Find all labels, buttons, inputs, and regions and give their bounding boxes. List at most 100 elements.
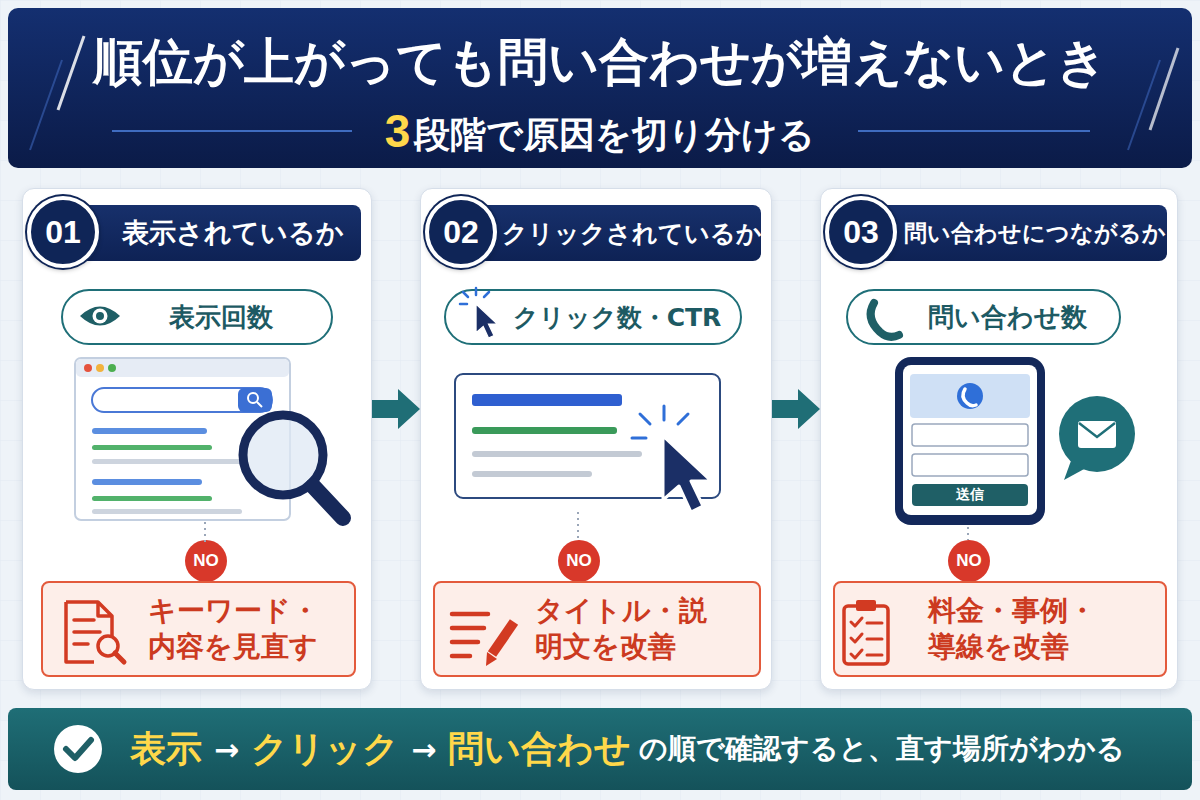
action-box: タイトル・説明文を改善 [433, 581, 761, 677]
flow-arrow [372, 389, 420, 429]
magnifier-handle [313, 486, 343, 518]
call-icon [963, 389, 976, 406]
search-icon [248, 393, 258, 403]
mouse-cursor [663, 436, 711, 512]
header-slash [58, 36, 84, 110]
document-icon [66, 602, 112, 662]
result-title-bar [472, 394, 622, 406]
magnifier [243, 415, 323, 495]
click-ray [678, 414, 688, 424]
dotted-leader [204, 522, 206, 544]
check-circle [54, 725, 102, 773]
click-ray [632, 437, 646, 440]
check-mark [66, 740, 91, 758]
mail-bubble [1059, 396, 1135, 472]
metric-label: 表示回数 [169, 300, 273, 335]
result-line [92, 479, 202, 485]
phone-icon [871, 303, 899, 337]
cursor-icon [476, 304, 498, 338]
window-dot [108, 364, 116, 372]
click-ray [484, 292, 489, 297]
step-number-badge: 01 [27, 196, 99, 268]
action-box: キーワード・内容を見直す [41, 581, 356, 677]
step-card: 表示されているか01表示回数NOキーワード・内容を見直す [22, 188, 372, 690]
subtitle-number: 3 [385, 104, 411, 158]
eye-icon [80, 307, 120, 326]
summary-text: の順で確認すると、直す場所がわかる [639, 730, 1125, 768]
pencil-icon [486, 652, 497, 666]
metric-label: 問い合わせ数 [928, 300, 1087, 335]
checklist-icon [867, 623, 882, 655]
edit-icon [452, 614, 488, 656]
step-number: 03 [843, 214, 879, 251]
subtitle-rule [858, 130, 1090, 132]
result-line [92, 496, 212, 501]
summary-keyword: 問い合わせ [448, 725, 631, 774]
header-band [8, 8, 1192, 168]
metric-label: クリック数・CTR [513, 301, 722, 334]
eye-icon [93, 309, 108, 324]
no-badge: NO [185, 540, 227, 582]
step-number: 01 [45, 214, 81, 251]
click-ray [640, 414, 650, 424]
no-badge: NO [558, 540, 600, 582]
step-number-badge: 03 [825, 196, 897, 268]
step-card: クリックされているか02クリック数・CTRNOタイトル・説明文を改善 [420, 188, 772, 690]
result-text-bar [472, 471, 592, 477]
dotted-leader [577, 512, 579, 540]
no-label: NO [566, 551, 592, 571]
result-line [92, 428, 207, 434]
action-text: 料金・事例・導線を改善 [928, 593, 1100, 666]
header-slash [30, 60, 62, 150]
click-ray [475, 288, 478, 295]
eye-icon [96, 312, 104, 320]
result-text-bar [472, 451, 642, 457]
form-field [912, 424, 1028, 446]
summary-keyword: 表示 [130, 725, 202, 774]
bubble-tail [1064, 458, 1086, 480]
search-bar [92, 388, 272, 412]
metric-pill: 表示回数 [61, 289, 333, 345]
search-result [455, 374, 720, 498]
metric-pill: クリック数・CTR [444, 289, 742, 345]
result-url-bar [472, 427, 617, 434]
send-button [912, 484, 1028, 506]
step-number-badge: 02 [425, 196, 497, 268]
clipboard-icon [856, 600, 876, 611]
metric-pill: 問い合わせ数 [846, 289, 1121, 345]
document-icon [115, 653, 124, 662]
envelope [1078, 421, 1116, 448]
no-label: NO [956, 551, 982, 571]
subtitle-text: 段階で原因を切り分ける [414, 111, 815, 160]
action-text: タイトル・説明文を改善 [535, 593, 707, 666]
summary-arrow: → [411, 732, 436, 767]
phone-screen [903, 365, 1037, 515]
step-number: 02 [443, 214, 479, 251]
phone-frame [895, 357, 1045, 525]
subtitle-row: 3段階で原因を切り分ける [0, 104, 1200, 158]
step-card: 問い合わせにつながるか03 問い合わせ数 NO 料金・事例・導線を改善 [820, 188, 1178, 690]
step-heading: 問い合わせにつながるか [859, 205, 1167, 261]
result-line [92, 459, 242, 464]
action-box: 料金・事例・導線を改善 [833, 581, 1167, 677]
clipboard-icon [844, 606, 888, 664]
result-line [92, 445, 212, 450]
dotted-leader [967, 527, 969, 540]
form-header [910, 374, 1030, 418]
call-icon [957, 383, 983, 409]
result-line [92, 509, 242, 514]
browser-titlebar [76, 359, 289, 377]
window-dot [96, 364, 104, 372]
summary-band: 表示→クリック→問い合わせの順で確認すると、直す場所がわかる [8, 708, 1192, 790]
search-icon [257, 402, 262, 407]
subtitle-rule [112, 130, 352, 132]
title: 順位が上がっても問い合わせが増えないとき [0, 30, 1200, 94]
form-field [912, 454, 1028, 476]
no-label: NO [193, 551, 219, 571]
action-text: キーワード・内容を見直す [148, 593, 320, 666]
window-dot [84, 364, 92, 372]
document-icon [74, 620, 100, 644]
